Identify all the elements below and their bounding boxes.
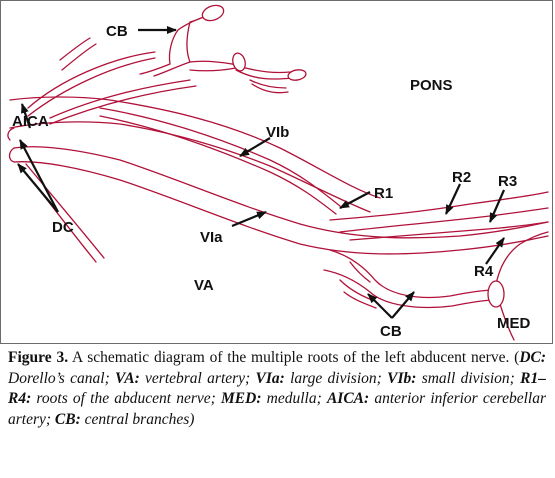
arrow-vib	[239, 137, 271, 157]
dorello-canal	[7, 127, 15, 163]
medulla-node	[487, 280, 505, 308]
nerve-roots	[329, 191, 549, 241]
arrow-cb-bottom-1	[367, 293, 393, 319]
nerve-via	[13, 146, 549, 255]
branch-end-2	[287, 69, 307, 81]
label-r2: R2	[452, 169, 471, 186]
arrow-cb-bottom-2	[391, 291, 415, 319]
label-vib: VIb	[266, 124, 289, 141]
branch-end-1	[232, 52, 246, 72]
label-cb-bottom: CB	[380, 323, 402, 340]
label-med: MED	[497, 315, 531, 332]
vessel-network	[7, 4, 549, 341]
label-aica: AICA	[12, 113, 49, 130]
arrow-via	[231, 210, 267, 228]
label-r1: R1	[374, 185, 393, 202]
central-branch-top	[139, 11, 215, 77]
left-vessel	[19, 163, 105, 263]
aica-vessel	[9, 96, 381, 213]
arrow-r1	[339, 191, 371, 209]
aica-arch	[27, 51, 197, 125]
label-via: VIa	[200, 229, 223, 246]
medulla-vessel	[494, 231, 549, 341]
arrows	[17, 26, 506, 319]
anatomy-diagram: CB PONS AICA VIb R1 R2 R3 DC VIa R4 VA C…	[7, 4, 549, 341]
central-branch-bottom	[339, 261, 377, 309]
arrow-r3	[488, 189, 506, 223]
caption-intro: A schematic diagram of the multiple root…	[68, 349, 520, 366]
figure-caption: Figure 3. A schematic diagram of the mul…	[8, 348, 546, 430]
arrow-r2	[445, 183, 461, 215]
upper-left-vessel	[59, 37, 97, 71]
central-branch-side	[189, 60, 293, 94]
arrow-r4	[485, 237, 505, 265]
label-r4: R4	[474, 263, 494, 280]
arrow-aica	[20, 103, 32, 129]
label-pons: PONS	[410, 77, 453, 94]
caption-figure-label: Figure 3.	[8, 349, 69, 366]
nerve-vib	[99, 107, 341, 215]
label-r3: R3	[498, 173, 517, 190]
label-dc: DC	[52, 219, 74, 236]
label-cb-top: CB	[106, 23, 128, 40]
arrow-dc-2	[17, 163, 59, 213]
central-branch-top-cap	[201, 4, 225, 22]
label-va: VA	[194, 277, 214, 294]
arrow-dc-1	[19, 139, 59, 213]
labels: CB PONS AICA VIb R1 R2 R3 DC VIa R4 VA C…	[12, 23, 531, 340]
caption-definitions: DC: Dorello’s canal; VA: vertebral arter…	[8, 349, 547, 428]
